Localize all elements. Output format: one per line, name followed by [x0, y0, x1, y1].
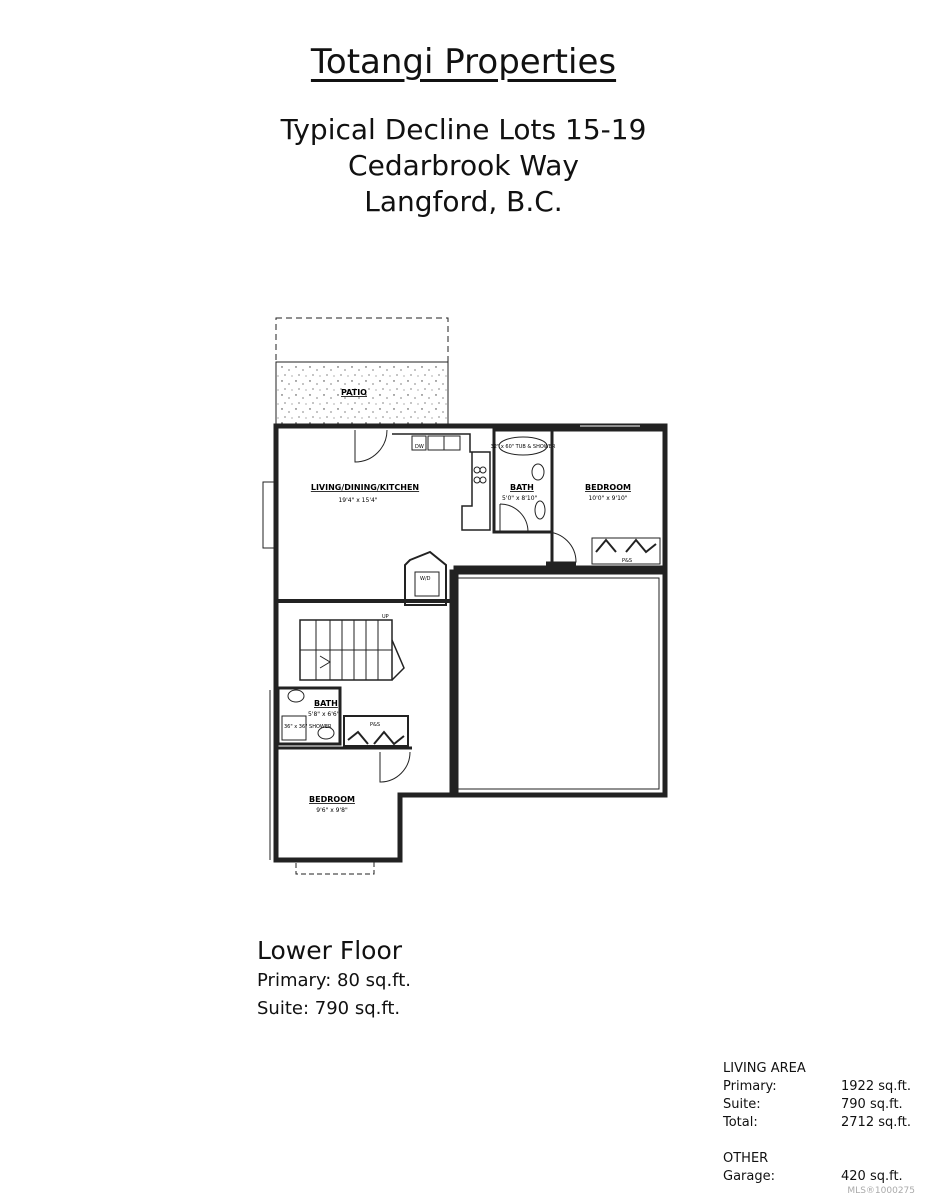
stove-burner [473, 476, 481, 484]
closet-2-doors [347, 730, 405, 746]
area-row: Garage: 420 sq.ft. [723, 1168, 913, 1186]
area-row-value: 2712 sq.ft. [841, 1115, 911, 1130]
patio-label: PATIO [341, 388, 367, 397]
living-room-label: LIVING/DINING/KITCHEN [311, 483, 419, 492]
kitchen-counter [392, 433, 491, 531]
deck-outline [275, 317, 449, 363]
lower-floor-title: Lower Floor [257, 936, 403, 965]
area-row: Suite: 790 sq.ft. [723, 1096, 913, 1114]
area-row: Total: 2712 sq.ft. [723, 1114, 913, 1132]
bath-2 [276, 686, 342, 746]
area-row-label: Primary: [723, 1079, 777, 1094]
bath-2-label: BATH [314, 699, 338, 708]
lower-floor-suite: Suite: 790 sq.ft. [257, 998, 401, 1019]
laundry-wall [404, 550, 447, 606]
stairs [299, 619, 405, 681]
closet-2 [343, 715, 409, 747]
area-row-value: 1922 sq.ft. [841, 1079, 911, 1094]
bath-sink [317, 726, 335, 740]
closet-2-shelf: P&S [370, 722, 380, 728]
lower-floor-primary: Primary: 80 sq.ft. [257, 970, 411, 991]
bedroom-2-door-swing [379, 751, 411, 783]
living-room-dimensions: 19'4" x 15'4" [338, 497, 377, 504]
toilet [531, 463, 545, 481]
bath-1-dimensions: 5'0" x 8'10" [502, 495, 538, 502]
page-title: Totangi Properties [310, 42, 617, 82]
closet-1-shelf: P&S [622, 558, 632, 564]
living-area-table: LIVING AREA Primary: 1922 sq.ft. Suite: … [723, 1060, 913, 1186]
bedroom-1 [550, 428, 667, 570]
closet-1-doors [595, 538, 657, 554]
street-name: Cedarbrook Way [348, 149, 579, 182]
stove-burner [479, 466, 487, 474]
bath-1-label: BATH [510, 483, 534, 492]
stove-burner [479, 476, 487, 484]
left-bump [262, 481, 277, 549]
bedroom-1-label: BEDROOM [585, 483, 631, 492]
area-row-value: 790 sq.ft. [841, 1097, 903, 1112]
bath-door-swing [499, 503, 529, 533]
washer-dryer-label: W/D [420, 576, 431, 582]
lower-floor-info: Lower Floor Primary: 80 sq.ft. Suite: 79… [257, 935, 411, 1023]
closet-1 [591, 537, 661, 565]
dishwasher [411, 435, 427, 451]
stove-burner [473, 466, 481, 474]
bath-2-dimensions: 5'8" x 6'6" [308, 711, 340, 718]
garage [449, 569, 668, 798]
patio [275, 361, 449, 425]
shower-label: 36" x 36" SHOWER [284, 724, 332, 730]
lot-description: Typical Decline Lots 15-19 [280, 113, 647, 146]
entry-step [295, 859, 375, 875]
living-area-heading: LIVING AREA [723, 1061, 806, 1076]
tub-label: 32" x 60" TUB & SHOWER [491, 444, 556, 450]
area-row-label: Garage: [723, 1169, 775, 1184]
washer-dryer [414, 571, 440, 597]
city-name: Langford, B.C. [364, 185, 563, 218]
stairs-up-label: UP [382, 614, 389, 620]
toilet [287, 689, 305, 703]
mls-watermark: MLS®1000275 [847, 1186, 915, 1196]
dishwasher-label: DW [415, 444, 424, 450]
bathtub [498, 436, 548, 456]
shower [281, 715, 307, 741]
other-heading: OTHER [723, 1151, 769, 1166]
bedroom-2-dimensions: 9'6" x 9'8" [316, 807, 348, 814]
bedroom-1-dimensions: 10'0" x 9'10" [588, 495, 627, 502]
garage-inner [457, 577, 660, 790]
area-row-label: Suite: [723, 1097, 761, 1112]
area-row-label: Total: [723, 1115, 758, 1130]
bath-sink [534, 500, 546, 520]
area-row: Primary: 1922 sq.ft. [723, 1078, 913, 1096]
bedroom-2-label: BEDROOM [309, 795, 355, 804]
area-row-value: 420 sq.ft. [841, 1169, 903, 1184]
patio-door-swing [354, 429, 388, 463]
